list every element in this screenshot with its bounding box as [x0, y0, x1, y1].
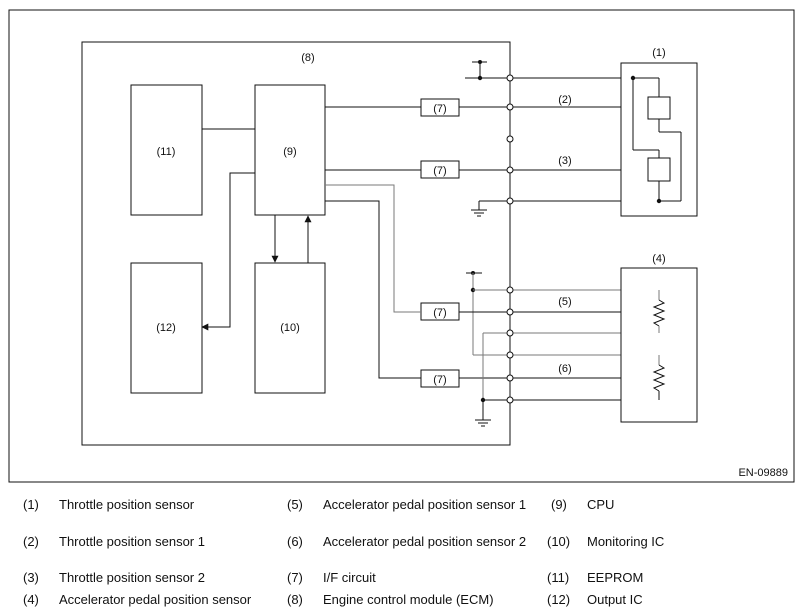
legend-text: Accelerator pedal position sensor 2	[323, 534, 527, 549]
if-circuit-5-label: (7)	[433, 307, 446, 319]
output-ic-label: (12)	[156, 322, 176, 334]
if-circuit-2-label: (7)	[433, 103, 446, 115]
if-circuit-6-label: (7)	[433, 374, 446, 386]
legend-text: Accelerator pedal position sensor	[59, 592, 252, 607]
legend-num: (10)	[547, 534, 571, 549]
ecm-label: (8)	[301, 52, 314, 64]
terminal	[506, 197, 514, 205]
terminal	[506, 166, 514, 174]
cpu-box	[254, 84, 326, 216]
legend-num: (1)	[23, 497, 39, 512]
monitoring-ic-label: (10)	[280, 322, 300, 334]
diagram-frame	[8, 9, 795, 483]
throttle-sensor-element-1	[647, 96, 671, 120]
legend-text: Monitoring IC	[587, 534, 665, 549]
terminal	[506, 396, 514, 404]
accel-resistor-2	[652, 364, 666, 392]
cpu-output-ic-link	[201, 172, 255, 331]
accel-resistor-1	[652, 299, 666, 327]
legend-text: EEPROM	[587, 570, 644, 585]
legend-num: (11)	[547, 570, 570, 585]
frame-code: EN-09889	[738, 467, 788, 479]
signal-5-label: (5)	[558, 296, 571, 308]
throttle-sensor-label: (1)	[652, 47, 665, 59]
legend-num: (5)	[287, 497, 303, 512]
signal-3-label: (3)	[558, 155, 571, 167]
throttle-sensor-element-2	[647, 157, 671, 182]
legend-num: (8)	[287, 592, 303, 607]
signal-2-label: (2)	[558, 94, 571, 106]
legend-num: (7)	[287, 570, 303, 585]
legend-text: Output IC	[587, 592, 643, 607]
eeprom-box	[130, 84, 203, 216]
terminal	[506, 351, 514, 359]
monitoring-ic-box	[254, 262, 326, 394]
legend-text: I/F circuit	[323, 570, 376, 585]
legend-text: Engine control module (ECM)	[323, 592, 494, 607]
legend-num: (3)	[23, 570, 39, 585]
legend-num: (9)	[551, 497, 567, 512]
terminal	[506, 308, 514, 316]
legend: (1) Throttle position sensor (2) Throttl…	[0, 486, 804, 616]
signal-6-label: (6)	[558, 363, 571, 375]
if-circuit-3-label: (7)	[433, 165, 446, 177]
legend-num: (12)	[547, 592, 571, 607]
terminal	[506, 135, 514, 143]
legend-num: (2)	[23, 534, 39, 549]
legend-text: Throttle position sensor	[59, 497, 195, 512]
legend-text: Throttle position sensor 2	[59, 570, 205, 585]
terminal	[506, 103, 514, 111]
terminal	[506, 286, 514, 294]
legend-text: Throttle position sensor 1	[59, 534, 205, 549]
wiring-diagram: EN-09889 (8) (11) (9) (12) (10) (7) (7) …	[8, 9, 795, 483]
terminal	[506, 329, 514, 337]
legend-text: CPU	[587, 497, 615, 512]
legend-num: (6)	[287, 534, 303, 549]
legend-num: (4)	[23, 592, 39, 607]
eeprom-label: (11)	[157, 146, 176, 158]
legend-text: Accelerator pedal position sensor 1	[323, 497, 527, 512]
accel-sensor-label: (4)	[652, 253, 665, 265]
cpu-label: (9)	[283, 146, 296, 158]
terminal	[506, 374, 514, 382]
output-ic-box	[130, 262, 203, 394]
terminal	[506, 74, 514, 82]
